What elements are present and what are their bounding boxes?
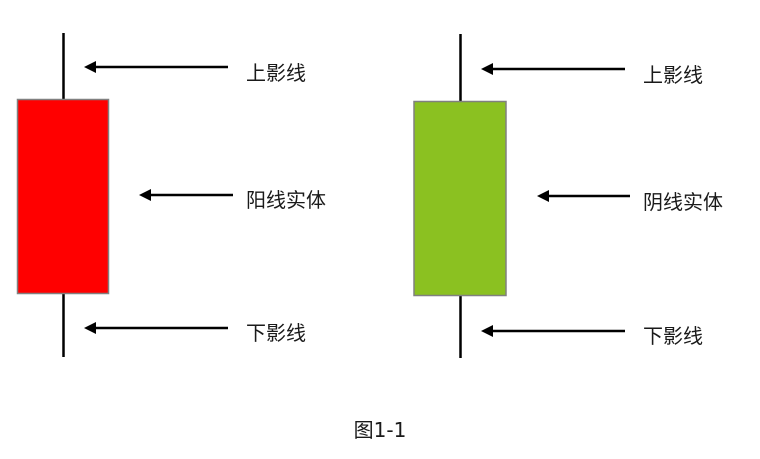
bearish-body-label: 阴线实体	[643, 190, 723, 214]
bearish-body	[413, 100, 507, 297]
bearish-candle	[413, 34, 630, 358]
bearish-lower-shadow-label: 下影线	[643, 324, 703, 348]
bullish-candle	[16, 33, 233, 357]
bearish-upper-shadow-label: 上影线	[643, 63, 703, 87]
bullish-upper-shadow-label: 上影线	[246, 61, 306, 85]
bullish-body-label: 阳线实体	[246, 188, 326, 212]
figure-caption: 图1-1	[353, 418, 407, 442]
bullish-body	[16, 98, 110, 295]
bullish-lower-shadow-label: 下影线	[246, 321, 306, 345]
